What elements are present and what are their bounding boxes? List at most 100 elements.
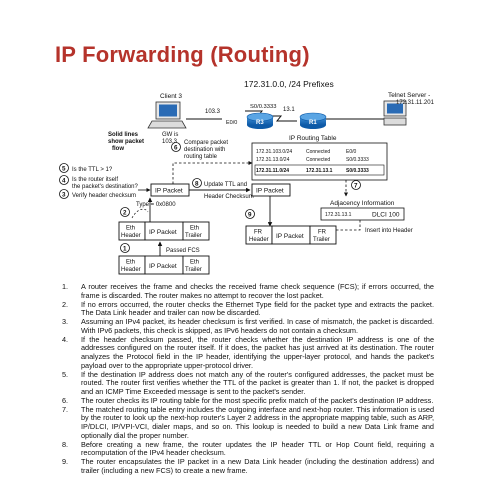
adjacency-table [320,207,405,221]
router-dest-check-1: Is the router itself [72,177,118,183]
rt-r2-c2: S0/0.3333 [346,168,369,174]
svg-text:6: 6 [174,144,178,151]
adjacency-addr: 172.31.13.1 [325,212,352,218]
verify-checksum: Verify header checksum [72,193,136,199]
r1-label: R1 [309,120,317,126]
eth-trailer-bottom-1: Eth [190,260,199,266]
client-label: Client 3 [160,93,182,100]
telnet-server-icon [383,100,407,126]
rt-r0-c2: E0/0 [346,149,357,155]
step-item: 9.The router encapsulates the IP packet … [62,457,434,475]
ip-packet-center-label: IP Packet [155,188,183,195]
step-item: 8.Before creating a new frame, the route… [62,439,434,458]
step-9-marker: 9 [245,209,255,219]
step-5-marker: 5 [59,163,69,173]
compare-note-2: destination with [184,147,225,153]
step-1-marker: 1 [120,243,130,253]
router-dest-check-2: the packet's destination? [72,184,139,190]
ip-packet-right [251,183,291,197]
telnet-addr: 172.31.11.201 [396,100,435,106]
step-item: 5.If the destination IP address does not… [62,369,434,396]
eth-trailer-mid-2: Trailer [185,233,202,239]
fr-trailer-box [309,225,337,245]
e00-label: E0/0 [226,120,237,126]
update-ttl-2: Header Checksum [204,194,254,200]
step-item: 2.If no errors occurred, the router chec… [62,299,434,318]
gw-label: GW is [162,132,178,138]
type-label: Type = 0x0800 [136,202,176,208]
eth-ip-packet-mid-label: IP Packet [149,229,177,236]
step-item: 1.A router receives the frame and checks… [62,282,434,300]
eth-trailer-box-mid [182,221,210,241]
eth-trailer-box-bottom [182,255,210,275]
ttl-check: Is the TTL > 1? [72,167,113,173]
rt-r0-c1: Connected [306,149,330,155]
svg-text:1: 1 [123,245,127,252]
svg-text:3: 3 [62,191,66,198]
step-item: 3.Assuming an IPv4 packet, its header ch… [62,317,434,335]
rt-r2-c0: 172.31.11.0/24 [256,168,289,174]
client-pc-icon [147,101,187,129]
fr-trailer-1: FR [318,230,327,236]
router-r1-icon [299,112,327,129]
fr-trailer-2: Trailer [313,237,330,243]
addr-13-1: 13.1 [283,107,295,113]
page-title: IP Forwarding (Routing) [55,42,310,67]
prefix-label: 172.31.0.0, /24 Prefixes [244,79,334,89]
routing-table-title: IP Routing Table [289,135,337,142]
dlci-label: DLCI 100 [372,212,400,219]
rt-r0-c0: 172.31.103.0/24 [256,149,292,155]
r3-label: R3 [256,120,264,126]
compare-note-3: routing table [184,154,218,160]
svg-text:4: 4 [62,177,66,184]
adjacency-title: Adjacency Information [330,200,395,207]
solid-lines-note-1: Solid lines [108,132,139,138]
type-check-arrow [131,208,149,219]
eth-header-mid-1: Eth [126,226,135,232]
passed-fcs-label: Passed FCS [166,248,200,254]
step-3-marker: 3 [59,189,69,199]
eth-trailer-bottom-2: Trailer [185,267,202,273]
s00-label: S0/0.3333 [250,104,276,110]
rt-r1-c1: Connected [306,157,330,163]
svg-text:2: 2 [123,209,127,216]
compare-arrow [172,161,253,184]
step-item: 6.The router checks its IP routing table… [62,395,434,405]
eth-header-mid-2: Header [121,233,141,239]
svg-text:9: 9 [248,211,252,218]
addr-103-3: 103.3 [205,109,221,115]
solid-lines-note-2: show packet [108,139,144,145]
steps-list: 1.A router receives the frame and checks… [62,282,434,476]
step-8-marker: 8 [192,178,202,188]
insert-header-label: Insert into Header [365,228,413,234]
step-6-marker: 6 [171,142,181,152]
rt-r1-c2: S0/0.3333 [346,157,369,163]
fr-ip-packet-label: IP Packet [276,233,304,240]
svg-text:8: 8 [195,180,199,187]
solid-lines-note-3: flow [112,146,124,152]
step-7-marker: 7 [351,180,361,190]
compare-note-1: Compare packet [184,140,228,146]
step-4-marker: 4 [59,175,69,185]
rt-match-row [254,164,385,176]
fr-header-2: Header [249,237,269,243]
eth-trailer-mid-1: Eth [190,226,199,232]
update-ttl-1: Update TTL and [204,182,247,188]
step-2-marker: 2 [120,207,130,217]
rt-r2-c1: 172.31.13.1 [306,168,333,174]
router-r3-icon [246,112,274,129]
eth-ip-packet-bottom-label: IP Packet [149,263,177,270]
step-item: 7.The matched routing table entry includ… [62,404,434,440]
telnet-label: Telnet Server - [388,92,430,99]
svg-text:7: 7 [354,182,358,189]
rt-r1-c0: 172.31.13.0/24 [256,157,290,163]
fr-header-1: FR [254,230,263,236]
step-item: 4.If the header checksum passed, the rou… [62,334,434,370]
svg-text:5: 5 [62,165,66,172]
ip-packet-right-label: IP Packet [256,188,284,195]
routing-table [251,142,388,181]
eth-header-bottom-1: Eth [126,260,135,266]
gw-addr: 103.3 [162,139,178,145]
eth-header-bottom-2: Header [121,267,141,273]
